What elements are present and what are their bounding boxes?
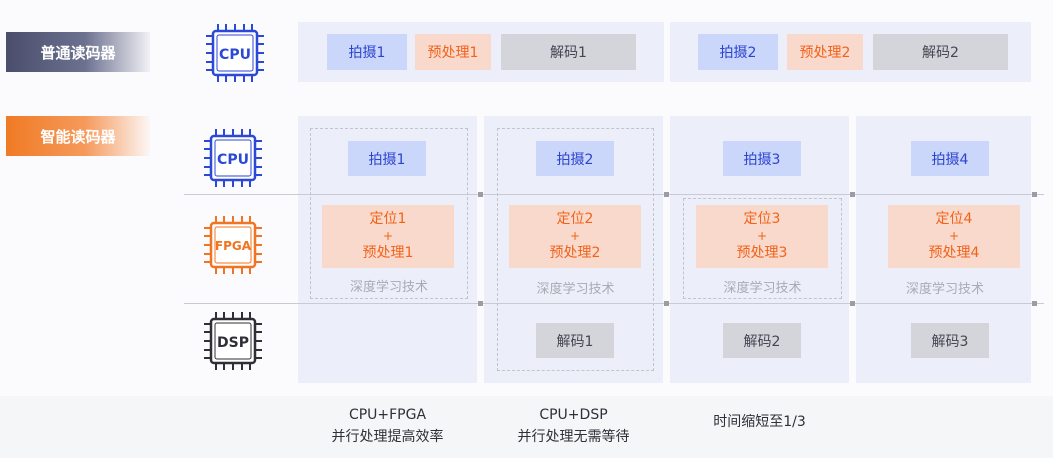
divider-node — [664, 301, 669, 306]
row-divider — [184, 194, 1044, 195]
dsp-chip-icon: DSP — [204, 312, 262, 370]
smart-decode-1: 解码1 — [536, 323, 614, 358]
divider-node — [1032, 192, 1037, 197]
locate-label: 定位4 — [935, 211, 973, 227]
locate-label: 定位1 — [369, 211, 407, 227]
preprocess-label: 预处理2 — [549, 245, 601, 261]
smart-shoot-1: 拍摄1 — [348, 141, 426, 176]
deep-learning-caption: 深度学习技术 — [349, 280, 428, 295]
divider-node — [478, 192, 483, 197]
smart-shoot-4: 拍摄4 — [911, 141, 989, 176]
normal-shoot-2: 拍摄2 — [698, 34, 778, 70]
plus-sign: + — [569, 229, 581, 243]
row-divider — [184, 303, 1044, 304]
smart-locate-4: 定位4 + 预处理4 — [888, 205, 1020, 268]
normal-decode-2: 解码2 — [873, 34, 1008, 70]
preprocess-label: 预处理3 — [736, 245, 788, 261]
divider-node — [1032, 301, 1037, 306]
note-title: CPU+DSP — [539, 407, 608, 423]
divider-node — [664, 192, 669, 197]
note-subtitle: 并行处理无需等待 — [517, 429, 630, 445]
note-cpu-fpga: CPU+FPGA 并行处理提高效率 — [298, 404, 477, 448]
normal-reader-label: 普通读码器 — [6, 32, 150, 72]
divider-node — [850, 192, 855, 197]
cpu-chip-icon: CPU — [204, 129, 262, 187]
fpga-chip-icon: FPGA — [204, 216, 262, 274]
plus-sign: + — [948, 229, 960, 243]
normal-preprocess-2: 预处理2 — [787, 34, 863, 70]
preprocess-label: 预处理1 — [362, 245, 414, 261]
cpu-fpga-group-outline — [310, 128, 468, 299]
smart-locate-2: 定位2 + 预处理2 — [509, 205, 641, 268]
cpu-chip-label: CPU — [217, 152, 249, 168]
normal-shoot-1: 拍摄1 — [327, 34, 407, 70]
normal-preprocess-1: 预处理1 — [415, 34, 491, 70]
normal-decode-1: 解码1 — [501, 34, 636, 70]
deep-learning-caption: 深度学习技术 — [536, 282, 615, 297]
plus-sign: + — [756, 229, 768, 243]
note-subtitle: 并行处理提高效率 — [331, 429, 444, 445]
cpu-chip-icon: CPU — [206, 24, 264, 82]
smart-shoot-2: 拍摄2 — [536, 141, 614, 176]
smart-reader-label: 智能读码器 — [6, 116, 150, 156]
cpu-dsp-group-outline — [497, 128, 654, 371]
preprocess-label: 预处理4 — [928, 245, 980, 261]
deep-learning-caption: 深度学习技术 — [905, 282, 984, 297]
smart-decode-2: 解码2 — [723, 323, 801, 358]
note-time-reduction: 时间缩短至1/3 — [670, 411, 849, 433]
deep-learning-caption: 深度学习技术 — [723, 281, 802, 296]
smart-decode-3: 解码3 — [911, 323, 989, 358]
note-cpu-dsp: CPU+DSP 并行处理无需等待 — [484, 404, 663, 448]
locate-label: 定位2 — [556, 211, 594, 227]
note-title: 时间缩短至1/3 — [713, 414, 806, 430]
plus-sign: + — [382, 229, 394, 243]
locate-label: 定位3 — [743, 211, 781, 227]
cpu-chip-label: CPU — [219, 47, 251, 63]
note-title: CPU+FPGA — [348, 407, 427, 423]
dsp-chip-label: DSP — [217, 335, 249, 351]
smart-shoot-3: 拍摄3 — [723, 141, 801, 176]
divider-node — [478, 301, 483, 306]
divider-node — [850, 301, 855, 306]
smart-locate-3: 定位3 + 预处理3 — [696, 205, 828, 268]
fpga-chip-label: FPGA — [215, 239, 252, 253]
smart-locate-1: 定位1 + 预处理1 — [322, 205, 454, 268]
fpga-group-outline — [683, 198, 842, 299]
